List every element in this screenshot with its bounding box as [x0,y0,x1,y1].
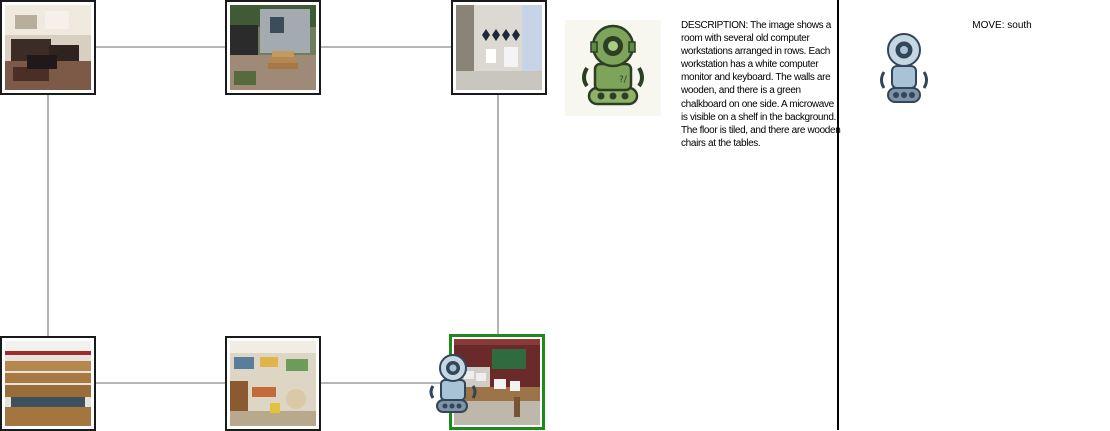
blue-robot-icon [880,33,928,103]
room-backyard[interactable] [225,0,321,95]
room-computer-lab-current[interactable] [449,334,545,430]
living-room-image [5,5,91,90]
room-living-room[interactable] [0,0,96,95]
room-description: DESCRIPTION: The image shows a room with… [681,20,841,149]
svg-text:?/: ?/ [619,75,628,85]
panel-divider [837,0,839,430]
classroom-image [5,341,91,426]
green-robot-icon: ?/ [582,24,644,106]
portrait-frame: ?/ [565,20,661,116]
room-classroom[interactable] [0,336,96,431]
room-map [0,0,550,431]
agent-robot-icon [429,354,477,413]
backyard-image [230,5,316,90]
map-connectors [47,46,499,384]
move-label: MOVE: south [972,20,1032,31]
room-playroom[interactable] [225,336,321,431]
room-bathroom[interactable] [451,0,547,95]
playroom-image [230,341,316,426]
computer-lab-image [454,339,540,425]
bathroom-image [456,5,542,90]
